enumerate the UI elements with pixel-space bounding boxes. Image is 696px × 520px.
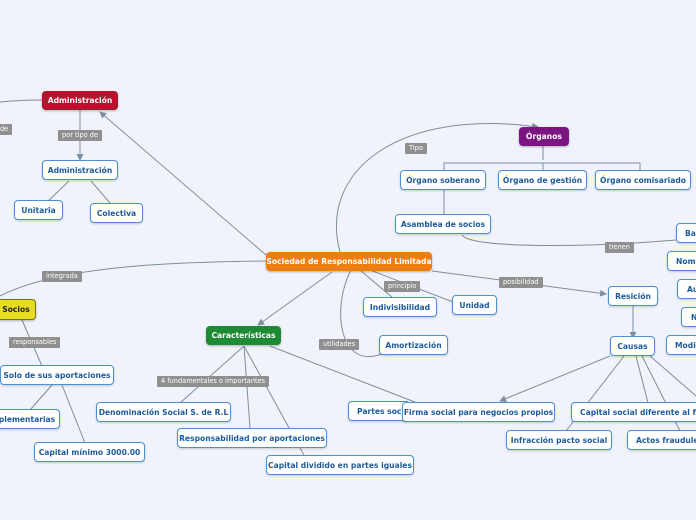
node-denominacion-social[interactable]: Denominación Social S. de R.L	[96, 402, 231, 422]
label-left-edge: de	[0, 124, 13, 135]
node-firma-social[interactable]: Firma social para negocios propios	[402, 402, 555, 422]
label-utilidades: utilidades	[319, 339, 360, 350]
node-organo-gestion[interactable]: Órgano de gestión	[498, 170, 587, 190]
node-infraccion-pacto[interactable]: Infracción pacto social	[506, 430, 612, 450]
label-integrada: integrada	[42, 271, 82, 282]
node-administracion-sub[interactable]: Administración	[42, 160, 118, 180]
node-asamblea-socios[interactable]: Asamblea de socios	[395, 214, 491, 234]
node-responsabilidad-aportaciones[interactable]: Responsabilidad por aportaciones	[177, 428, 327, 448]
label-por-tipo-de: por tipo de	[58, 130, 103, 141]
node-socios[interactable]: Socios	[0, 299, 36, 320]
node-unidad[interactable]: Unidad	[452, 295, 497, 315]
node-organo-comisariado[interactable]: Órgano comisariado	[595, 170, 691, 190]
node-right-nomb[interactable]: Nomb	[667, 251, 696, 271]
label-fundamentales: 4 fundamentales o importantes	[157, 376, 270, 387]
node-caracteristicas[interactable]: Características	[206, 326, 281, 345]
label-principio: principio	[384, 281, 421, 292]
node-amortizacion[interactable]: Amortización	[379, 335, 448, 355]
node-capital-social-diferente[interactable]: Capital social diferente al fin d	[571, 402, 696, 422]
node-complementarias[interactable]: plementarias	[0, 409, 60, 429]
node-capital-dividido[interactable]: Capital dividido en partes iguales	[266, 455, 414, 475]
node-administracion[interactable]: Administración	[42, 91, 118, 110]
node-indivisibilidad[interactable]: Indivisibilidad	[363, 297, 437, 317]
node-right-modif[interactable]: Modif	[666, 335, 696, 355]
node-right-au[interactable]: Au	[677, 279, 696, 299]
node-capital-minimo[interactable]: Capital mínimo 3000.00	[34, 442, 145, 462]
node-actos-fraudulentos[interactable]: Actos fraudulen	[627, 430, 696, 450]
node-colectiva[interactable]: Colectiva	[90, 203, 143, 223]
label-posibilidad: posibilidad	[499, 277, 543, 288]
node-solo-aportaciones[interactable]: Solo de sus aportaciones	[0, 365, 114, 385]
label-tipo: Tipo	[405, 143, 427, 154]
central-topic[interactable]: Sociedad de Responsabilidad Limitada	[266, 252, 432, 271]
node-resicion[interactable]: Resición	[608, 286, 658, 306]
label-responsables: responsables	[9, 337, 61, 348]
node-unitaria[interactable]: Unitaria	[14, 200, 63, 220]
node-right-bal[interactable]: Bal	[676, 223, 696, 243]
node-organo-soberano[interactable]: Órgano soberano	[400, 170, 486, 190]
node-organos[interactable]: Órganos	[519, 127, 569, 146]
node-right-n[interactable]: N	[681, 307, 696, 327]
label-tienen: tienen	[605, 242, 634, 253]
node-causas[interactable]: Causas	[610, 336, 655, 356]
node-partes-sociales[interactable]: Partes socia	[348, 401, 410, 421]
